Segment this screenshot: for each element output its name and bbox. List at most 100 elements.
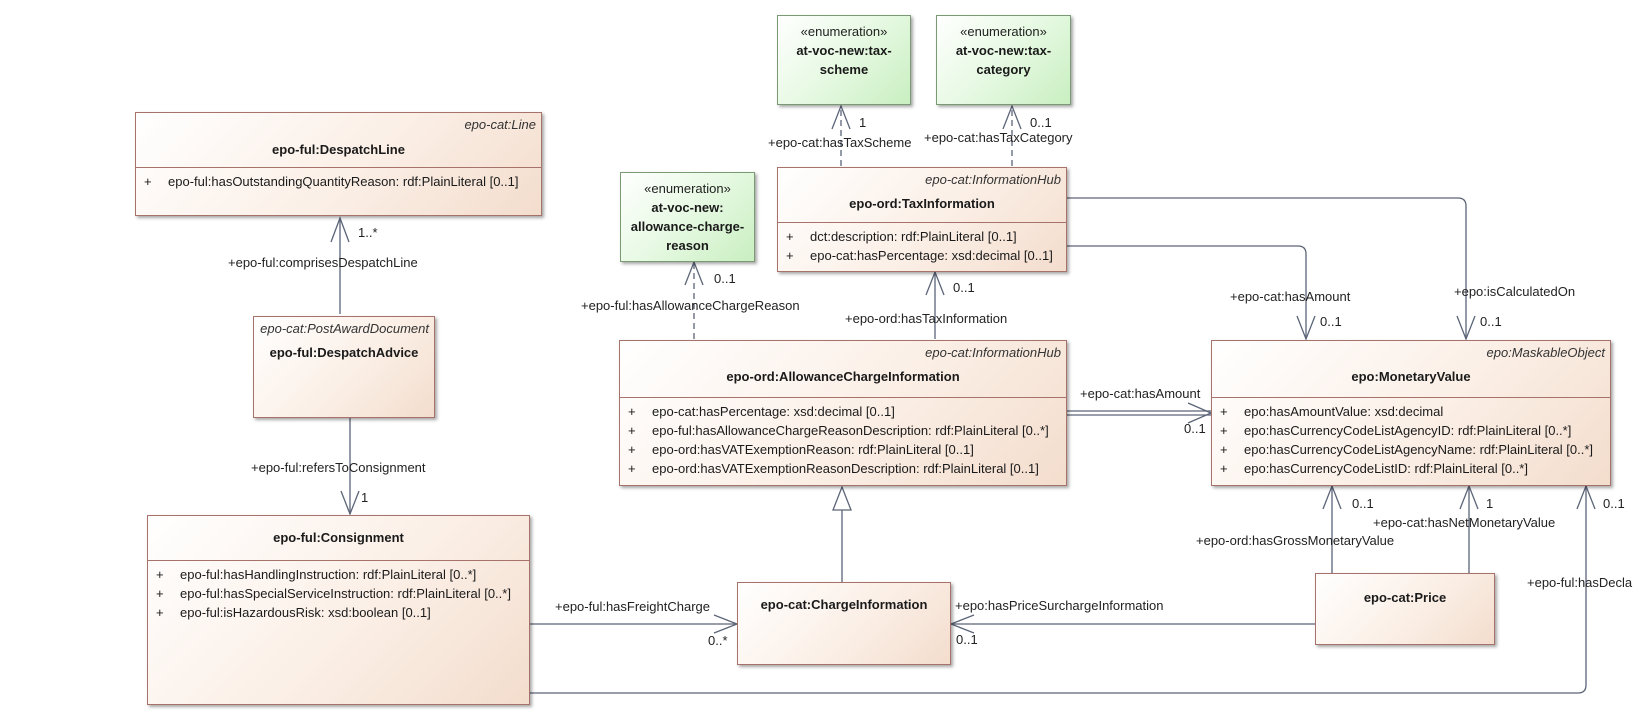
stereotype: «enumeration» <box>800 24 888 39</box>
role-label: +epo-ful:comprisesDespatchLine <box>228 255 418 270</box>
arrowhead <box>1459 484 1479 510</box>
role-label: +epo-cat:hasTaxScheme <box>768 135 912 150</box>
role-label: +epo-ful:refersToConsignment <box>251 460 426 475</box>
enum-name: at-voc-new:tax- <box>796 43 892 58</box>
class-consignment[interactable]: epo-ful:Consignment +epo-ful:hasHandling… <box>147 515 530 705</box>
role-label: +epo-ord:hasGrossMonetaryValue <box>1196 533 1395 548</box>
generalization-triangle <box>832 485 852 511</box>
connector-has-declared <box>530 486 1587 694</box>
role-label: +epo-ful:hasFreightCharge <box>555 599 711 614</box>
stereotype: «enumeration» <box>644 181 731 196</box>
role-label: +epo-cat:hasAmount <box>1080 386 1201 401</box>
attribute-list: +epo-cat:hasPercentage: xsd:decimal [0..… <box>620 397 1066 478</box>
attribute-row: +epo-ful:isHazardousRisk: xsd:boolean [0… <box>156 605 431 620</box>
attribute-list: +dct:description: rdf:PlainLiteral [0..1… <box>778 222 1066 265</box>
arrowhead <box>340 490 360 516</box>
class-name: epo-ord:AllowanceChargeInformation <box>726 369 960 384</box>
class-monetary-value[interactable]: epo:MaskableObject epo:MonetaryValue +ep… <box>1211 340 1611 486</box>
multiplicity-label: 0..1 <box>1352 496 1374 511</box>
arrowhead <box>330 216 350 243</box>
multiplicity-label: 0..1 <box>956 632 978 647</box>
multiplicity-label: 1 <box>859 115 867 130</box>
class-charge-information[interactable]: epo-cat:ChargeInformation <box>737 582 951 665</box>
role-label: +epo:isCalculatedOn <box>1454 284 1576 299</box>
class-name: epo-ful:DespatchAdvice <box>269 345 419 360</box>
multiplicity-label: 0..1 <box>1184 421 1206 436</box>
class-name: epo-ful:Consignment <box>273 530 404 545</box>
role-label: +epo-ord:hasTaxInformation <box>845 311 1008 326</box>
stereotype: «enumeration» <box>960 24 1047 39</box>
arrowhead <box>1456 315 1476 341</box>
class-name: epo-ord:TaxInformation <box>849 196 995 211</box>
arrowhead <box>1296 315 1316 341</box>
attribute-row: +epo:hasCurrencyCodeListID: rdf:PlainLit… <box>1220 461 1528 476</box>
role-label: +epo-cat:hasNetMonetaryValue <box>1373 515 1556 530</box>
attribute-row: +epo-ful:hasSpecialServiceInstruction: r… <box>156 586 511 601</box>
multiplicity-label: 0..1 <box>714 271 736 286</box>
connector-tax-has-amount <box>1067 245 1307 339</box>
class-despatch-line[interactable]: epo-cat:Line epo-ful:DespatchLine +epo-f… <box>135 112 542 216</box>
attribute-row: +epo:hasAmountValue: xsd:decimal <box>1220 404 1444 419</box>
multiplicity-label: 0..1 <box>953 280 975 295</box>
arrowhead <box>925 270 945 296</box>
enum-name: at-voc-new:tax- <box>955 43 1052 58</box>
arrowhead <box>831 104 851 130</box>
class-name: epo-cat:ChargeInformation <box>760 597 928 612</box>
parent-class: epo-cat:Line <box>464 117 536 132</box>
class-tax-information[interactable]: epo-cat:InformationHub epo-ord:TaxInform… <box>777 167 1067 272</box>
attribute-row: +epo-cat:hasPercentage: xsd:decimal [0..… <box>786 248 1053 263</box>
role-label: +epo-cat:hasTaxCategory <box>924 130 1073 145</box>
attribute-row: +epo-ful:hasHandlingInstruction: rdf:Pla… <box>156 567 477 582</box>
parent-class: epo:MaskableObject <box>1486 345 1605 360</box>
enum-name: at-voc-new: <box>651 200 724 215</box>
class-name: epo-cat:Price <box>1363 590 1447 605</box>
arrowhead <box>684 260 704 286</box>
attribute-row: +epo-ord:hasVATExemptionReasonDescriptio… <box>628 461 1039 476</box>
attribute-row: +epo:hasCurrencyCodeListAgencyName: rdf:… <box>1220 442 1594 457</box>
parent-class: epo-cat:InformationHub <box>925 345 1061 360</box>
attribute-row: +dct:description: rdf:PlainLiteral [0..1… <box>786 229 1017 244</box>
enum-name: reason <box>666 238 709 253</box>
enum-name: scheme <box>819 62 869 77</box>
multiplicity-label: 0..1 <box>1320 314 1342 329</box>
class-name: epo:MonetaryValue <box>1351 369 1471 384</box>
role-label: +epo:hasPriceSurchargeInformation <box>955 598 1164 613</box>
attribute-list: +epo-ful:hasHandlingInstruction: rdf:Pla… <box>148 560 529 622</box>
multiplicity-label: 0..1 <box>1603 496 1625 511</box>
arrowhead <box>1322 484 1342 510</box>
arrowhead <box>1187 402 1213 424</box>
enum-name: category <box>976 62 1031 77</box>
class-allowance-charge-information[interactable]: epo-cat:InformationHub epo-ord:Allowance… <box>619 340 1067 486</box>
attribute-row: +epo:hasCurrencyCodeListAgencyID: rdf:Pl… <box>1220 423 1572 438</box>
attribute-list: +epo-ful:hasOutstandingQuantityReason: r… <box>136 167 541 191</box>
class-despatch-advice[interactable]: epo-cat:PostAwardDocument epo-ful:Despat… <box>253 316 435 418</box>
multiplicity-label: 0..1 <box>1030 115 1052 130</box>
enum-name: allowance-charge- <box>630 219 745 234</box>
connector-is-calculated-on <box>1067 197 1467 339</box>
multiplicity-label: 0..1 <box>1480 314 1502 329</box>
multiplicity-label: 1..* <box>358 225 378 240</box>
class-price[interactable]: epo-cat:Price <box>1315 573 1495 645</box>
arrowhead <box>1576 484 1596 510</box>
arrowhead <box>949 614 975 634</box>
class-name: epo-ful:DespatchLine <box>272 142 405 157</box>
multiplicity-label: 1 <box>1486 496 1494 511</box>
attribute-row: +epo-ful:hasAllowanceChargeReasonDescrip… <box>628 423 1049 438</box>
multiplicity-label: 1 <box>361 490 369 505</box>
attribute-row: +epo-cat:hasPercentage: xsd:decimal [0..… <box>628 404 895 419</box>
enum-tax-category[interactable]: «enumeration» at-voc-new:tax- category <box>936 15 1071 105</box>
attribute-list: +epo:hasAmountValue: xsd:decimal +epo:ha… <box>1212 397 1610 478</box>
parent-class: epo-cat:PostAwardDocument <box>260 321 429 336</box>
enum-allowance-charge-reason[interactable]: «enumeration» at-voc-new: allowance-char… <box>620 172 755 262</box>
role-label: +epo-cat:hasAmount <box>1230 289 1351 304</box>
parent-class: epo-cat:InformationHub <box>925 172 1061 187</box>
enum-tax-scheme[interactable]: «enumeration» at-voc-new:tax- scheme <box>777 15 911 105</box>
multiplicity-label: 0..* <box>708 633 728 648</box>
role-label: +epo-ful:hasAllowanceChargeReason <box>581 298 800 313</box>
role-label: +epo-ful:hasDecla <box>1527 575 1633 590</box>
arrowhead <box>1002 104 1022 130</box>
attribute-row: +epo-ord:hasVATExemptionReason: rdf:Plai… <box>628 442 974 457</box>
attribute-row: +epo-ful:hasOutstandingQuantityReason: r… <box>144 174 519 189</box>
